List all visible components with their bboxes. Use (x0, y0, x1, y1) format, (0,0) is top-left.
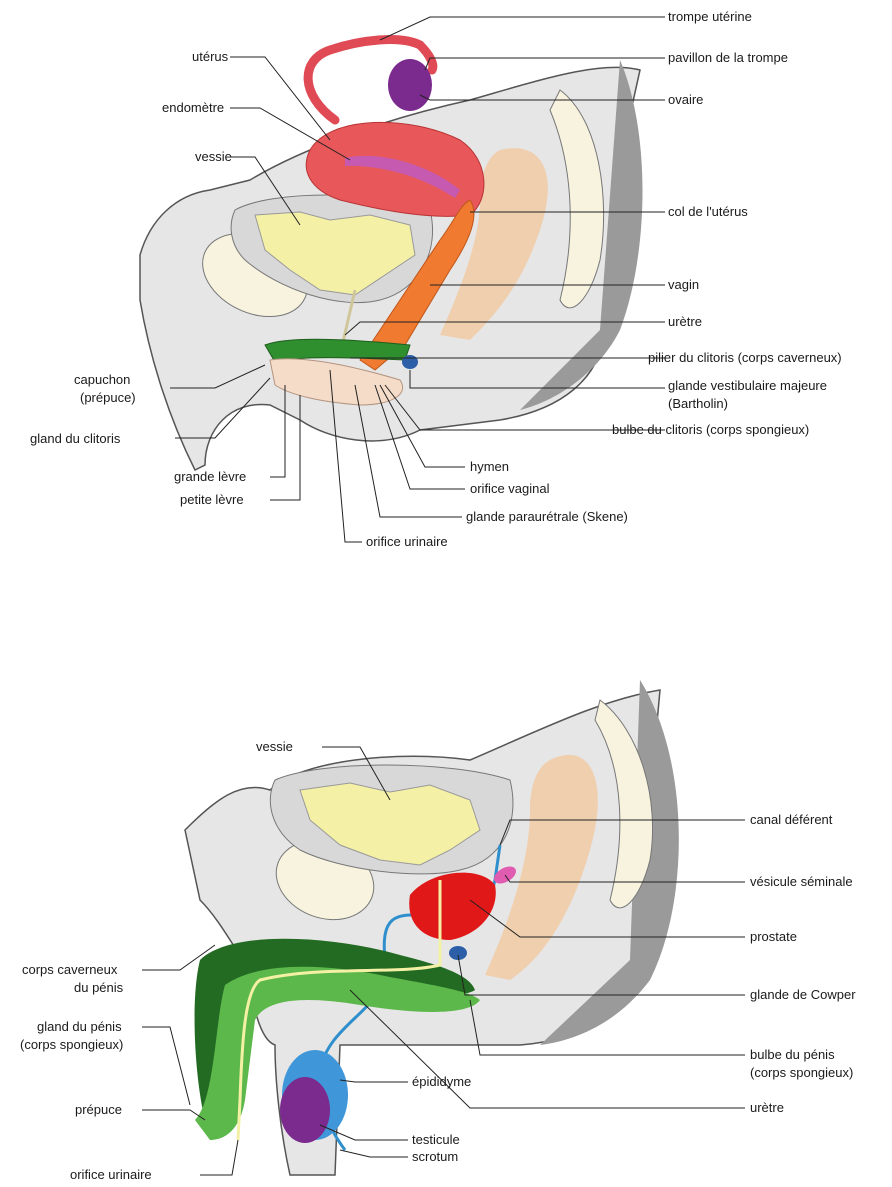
label-epididyme: épididyme (412, 1074, 471, 1089)
male-testis (280, 1077, 330, 1143)
label-prostate: prostate (750, 929, 797, 944)
label-uretre-f: urètre (668, 314, 702, 329)
label-prepuce-m: prépuce (75, 1102, 122, 1117)
label-glande-vestibulaire: glande vestibulaire majeure (668, 378, 827, 393)
label-vagin: vagin (668, 277, 699, 292)
label-canal-deferent: canal déférent (750, 812, 833, 827)
label-prepuce-f: (prépuce) (80, 390, 136, 405)
label-hymen: hymen (470, 459, 509, 474)
label-vesicule-seminale: vésicule séminale (750, 874, 853, 889)
label-glande-paraurethrale: glande paraurétrale (Skene) (466, 509, 628, 524)
label-grande-levre: grande lèvre (174, 469, 246, 484)
label-pavillon: pavillon de la trompe (668, 50, 788, 65)
label-col-uterus: col de l'utérus (668, 204, 748, 219)
female-bartholin-gland (402, 355, 418, 369)
label-corps-caverneux: corps caverneux (22, 962, 118, 977)
label-testicule: testicule (412, 1132, 460, 1147)
label-bulbe-spongieux: (corps spongieux) (750, 1065, 853, 1080)
female-ovary (388, 59, 432, 111)
label-uretre-m: urètre (750, 1100, 784, 1115)
label-orifice-urinaire-m: orifice urinaire (70, 1167, 152, 1182)
label-gland-penis: gland du pénis (37, 1019, 122, 1034)
label-orifice-urinaire-f: orifice urinaire (366, 534, 448, 549)
male-body-silhouette (185, 690, 660, 1175)
male-diagram (185, 680, 679, 1175)
label-pilier-clitoris: pilier du clitoris (corps caverneux) (648, 350, 842, 365)
label-orifice-vaginal: orifice vaginal (470, 481, 550, 496)
label-trompe-uterine: trompe utérine (668, 9, 752, 24)
label-gland-clitoris: gland du clitoris (30, 431, 121, 446)
label-du-penis: du pénis (74, 980, 124, 995)
label-uterus: utérus (192, 49, 229, 64)
label-vessie-m: vessie (256, 739, 293, 754)
label-endometre: endomètre (162, 100, 224, 115)
label-bartholin: (Bartholin) (668, 396, 728, 411)
label-ovaire: ovaire (668, 92, 703, 107)
label-petite-levre: petite lèvre (180, 492, 244, 507)
label-glande-cowper: glande de Cowper (750, 987, 856, 1002)
label-corps-spongieux: (corps spongieux) (20, 1037, 123, 1052)
label-vessie-f: vessie (195, 149, 232, 164)
label-scrotum: scrotum (412, 1149, 458, 1164)
label-bulbe-penis: bulbe du pénis (750, 1047, 835, 1062)
label-bulbe-clitoris: bulbe du clitoris (corps spongieux) (612, 422, 809, 437)
label-capuchon: capuchon (74, 372, 130, 387)
